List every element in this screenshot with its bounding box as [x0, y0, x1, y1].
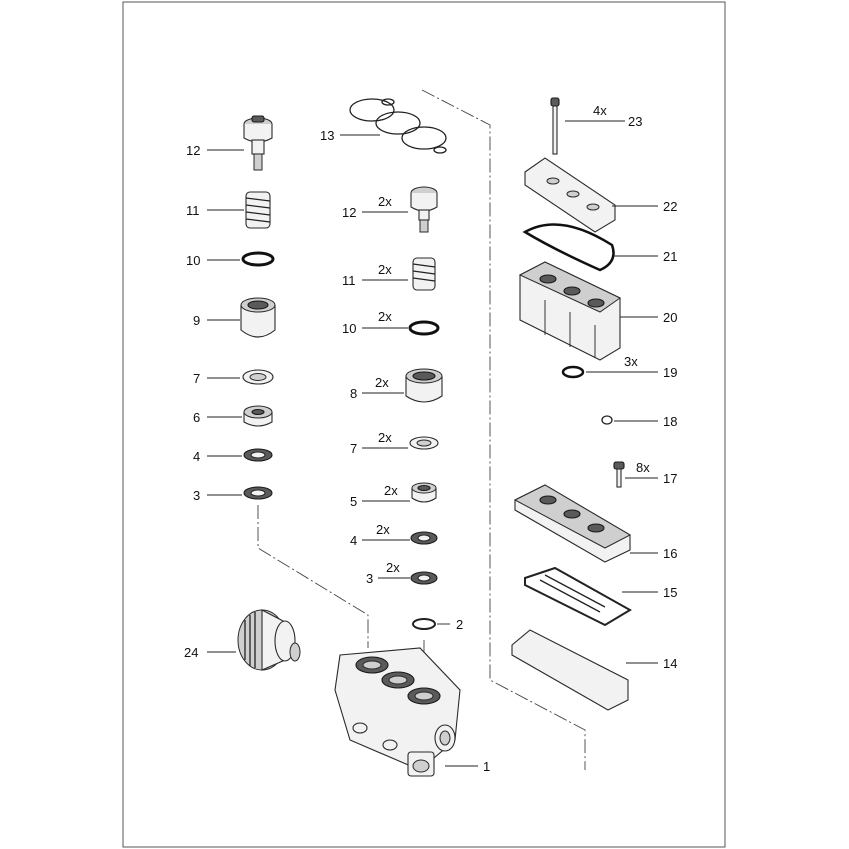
callout-qty-11-center: 2x: [378, 262, 392, 277]
part-17-screw: [613, 461, 625, 488]
callout-number-5: 5: [350, 494, 357, 509]
callout-qty-17: 8x: [636, 460, 650, 475]
part-18-small-oring: [601, 415, 613, 425]
part-23-bolt: [550, 97, 560, 155]
callout-qty-19: 3x: [624, 354, 638, 369]
callout-number-10-center: 10: [342, 321, 356, 336]
callout-number-4-left: 4: [193, 449, 200, 464]
callout-number-22: 22: [663, 199, 677, 214]
callout-number-3-left: 3: [193, 488, 200, 503]
part-4-ring-left: [243, 448, 273, 462]
callout-labels: 12 11 10 9 7 6 4 3 24 13 12 2x 11 2x 10 …: [184, 103, 677, 774]
part-3-seal-center: [410, 571, 438, 585]
leader-lines: [207, 120, 658, 767]
part-11-spring-left: [245, 191, 271, 229]
callout-number-20: 20: [663, 310, 677, 325]
part-19-oring: [561, 365, 585, 379]
part-7-washer-left: [242, 369, 274, 385]
part-5-valve-seat: [411, 482, 437, 503]
callout-number-6: 6: [193, 410, 200, 425]
part-24-gear-flange: [237, 609, 301, 671]
part-4-ring-center: [410, 531, 438, 545]
callout-qty-7-center: 2x: [378, 430, 392, 445]
part-15-plate-gasket: [524, 566, 632, 627]
callout-number-17: 17: [663, 471, 677, 486]
part-6-valve-seat: [243, 405, 273, 427]
part-14-base-plate: [511, 629, 629, 711]
part-7-washer-center: [409, 436, 439, 450]
part-12-valve-left: [243, 115, 273, 171]
part-2-oring: [412, 618, 436, 630]
callout-number-12-left: 12: [186, 143, 200, 158]
callout-number-8: 8: [350, 386, 357, 401]
part-11-spring-center: [412, 257, 436, 291]
callout-number-4-center: 4: [350, 533, 357, 548]
part-10-oring-left: [241, 251, 275, 267]
callout-number-24: 24: [184, 645, 198, 660]
callout-number-7-center: 7: [350, 441, 357, 456]
callout-number-9: 9: [193, 313, 200, 328]
callout-number-11-left: 11: [186, 203, 200, 218]
callout-qty-10-center: 2x: [378, 309, 392, 324]
part-22-cover-plate: [524, 157, 616, 233]
part-8-sleeve: [405, 368, 443, 403]
callout-qty-3-center: 2x: [386, 560, 400, 575]
part-20-valve-block: [518, 261, 621, 361]
part-16-manifold-block: [513, 484, 632, 563]
callout-qty-4-center: 2x: [376, 522, 390, 537]
callout-number-3-center: 3: [366, 571, 373, 586]
callout-number-19: 19: [663, 365, 677, 380]
callout-qty-8: 2x: [375, 375, 389, 390]
callout-qty-23: 4x: [593, 103, 607, 118]
part-1-pump-housing: [334, 647, 461, 777]
callout-number-7-left: 7: [193, 371, 200, 386]
callout-number-18: 18: [663, 414, 677, 429]
part-21-seal-gasket: [522, 223, 615, 272]
drawing-frame: [122, 1, 726, 848]
callout-number-14: 14: [663, 656, 677, 671]
part-9-sleeve: [240, 297, 276, 338]
callout-number-11-center: 11: [342, 273, 356, 288]
callout-number-21: 21: [663, 249, 677, 264]
part-10-oring-center: [408, 320, 440, 336]
part-13-gasket: [349, 98, 447, 154]
axis-left-column: [257, 505, 369, 648]
callout-number-12-center: 12: [342, 205, 356, 220]
part-12-valve-center: [410, 186, 438, 233]
part-3-seal-left: [243, 486, 273, 500]
axis-right-boundary: [421, 89, 586, 770]
callout-number-13: 13: [320, 128, 334, 143]
callout-number-15: 15: [663, 585, 677, 600]
callout-number-2: 2: [456, 617, 463, 632]
callout-number-10-left: 10: [186, 253, 200, 268]
callout-number-1: 1: [483, 759, 490, 774]
callout-qty-12-center: 2x: [378, 194, 392, 209]
callout-number-23: 23: [628, 114, 642, 129]
callout-qty-5: 2x: [384, 483, 398, 498]
callout-number-16: 16: [663, 546, 677, 561]
